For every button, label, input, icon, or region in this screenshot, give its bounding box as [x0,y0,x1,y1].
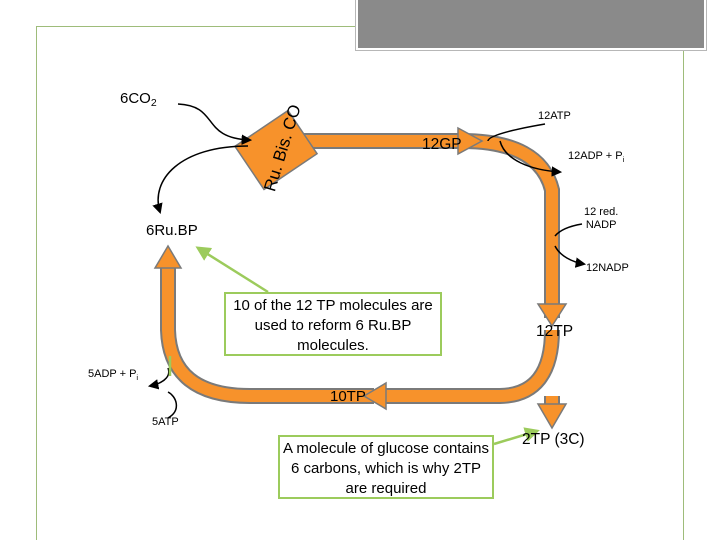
atp-5-label: 5ATP [152,416,179,428]
cycle-arrow-heads [153,126,568,430]
co2-label: 6CO2 [120,90,157,109]
adp-5-label: 5ADP + Pi [88,368,139,382]
glucose-callout-box: A molecule of glucose contains 6 carbons… [278,435,494,499]
reform-callout-box: 10 of the 12 TP molecules are used to re… [224,292,442,356]
arrowhead-gp [457,126,484,156]
nadph-input-arrow [554,223,583,237]
atp12-input-arrow [487,123,546,142]
adp5-output-arrow [147,367,170,390]
cycle-arrow-10tp-to-rubp [162,268,374,402]
tp-12-label: 12TP [536,323,574,340]
nadp-12-label: 12NADP [586,262,629,274]
arrowhead-12tp [536,303,568,328]
reform-callout-pointer [195,246,269,294]
cycle-arrow-outlines [160,133,560,410]
adp-12-label: 12ADP + Pi [568,150,625,164]
glucose-callout-pointer [493,427,540,446]
adp12-output-arrow [499,140,563,177]
side-reaction-arrows [147,103,587,419]
arrowhead-rubp [153,244,183,269]
nadp-output-arrow [554,245,587,268]
callout-pointers [168,246,540,446]
atp5-input-arrow [167,391,178,419]
gp-12-label: 12GP [422,136,462,153]
co2-to-rubp-arrow [152,145,249,215]
cycle-arrow-gp-to-tp [461,135,558,318]
co2-input-arrow [177,103,253,145]
arrowhead-10tp [362,381,387,411]
cycle-arrow-tp-to-10tp [382,329,558,402]
cycle-arrow-shafts [162,135,558,410]
tp-2-label: 2TP (3C) [522,431,585,448]
slide-header-bar [356,0,706,50]
rubisco-enzyme-box [233,109,319,191]
red-nadp-label: 12 red. NADP [584,206,619,231]
arrowhead-2tp [536,403,568,430]
atp-12-label: 12ATP [538,110,571,122]
tp-10-label: 10TP [330,388,366,405]
rubp-6-label: 6Ru.BP [146,222,198,239]
